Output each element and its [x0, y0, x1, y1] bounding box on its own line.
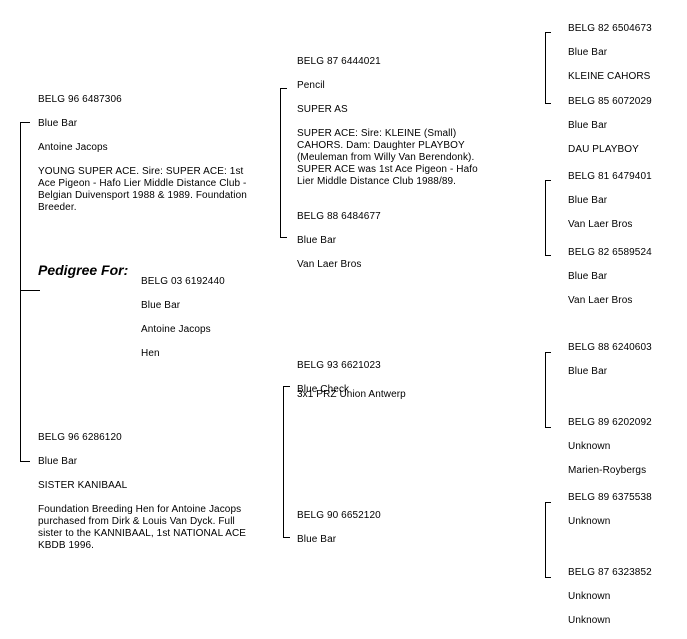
gen4-entry: BELG 89 6202092 Unknown Marien-Roybergs: [568, 405, 652, 489]
sire-block: BELG 96 6487306 Blue Bar Antoine Jacops …: [38, 82, 283, 226]
sire-sire-name: SUPER AS: [297, 104, 348, 115]
bracket-gen4-3-bottom-tick: [545, 427, 551, 428]
sire-sire-color: Pencil: [297, 80, 325, 91]
bracket-gen4-1-bottom-tick: [545, 103, 551, 104]
gen4-color: Blue Bar: [568, 366, 608, 377]
gen4-color: Blue Bar: [568, 47, 608, 58]
subject-color: Blue Bar: [141, 300, 181, 311]
bracket-gen4-4-top-tick: [545, 502, 551, 503]
dam-color: Blue Bar: [38, 456, 78, 467]
gen4-ring: BELG 87 6323852: [568, 567, 652, 578]
gen4-ring: BELG 82 6504673: [568, 23, 652, 34]
gen4-color: Blue Bar: [568, 271, 608, 282]
bracket-gen4-1-top-tick: [545, 32, 551, 33]
bracket-sire-bottom-tick: [280, 237, 287, 238]
gen4-ring: BELG 81 6479401: [568, 171, 652, 182]
subject-block: BELG 03 6192440 Blue Bar Antoine Jacops …: [141, 264, 225, 372]
bracket-gen4-3: [545, 352, 546, 428]
sire-dam-owner: Van Laer Bros: [297, 259, 362, 270]
dam-block: BELG 96 6286120 Blue Bar SISTER KANIBAAL…: [38, 420, 283, 564]
bracket-sire-top-tick: [280, 88, 287, 89]
bracket-gen4-2: [545, 180, 546, 256]
sire-note: YOUNG SUPER ACE. Sire: SUPER ACE: 1st Ac…: [38, 166, 247, 213]
dam-sire-block: BELG 93 6621023 Blue Check: [297, 348, 381, 408]
sire-sire-block: BELG 87 6444021 Pencil SUPER AS SUPER AC…: [297, 44, 537, 200]
sire-dam-color: Blue Bar: [297, 235, 337, 246]
subject-owner: Antoine Jacops: [141, 324, 211, 335]
bracket-gen1-bottom-tick: [20, 461, 30, 462]
bracket-gen1: [20, 122, 21, 462]
gen4-ring: BELG 89 6202092: [568, 417, 652, 428]
gen4-entry: BELG 85 6072029 Blue Bar DAU PLAYBOY: [568, 84, 652, 168]
bracket-gen4-2-top-tick: [545, 180, 551, 181]
dam-name: SISTER KANIBAAL: [38, 480, 128, 491]
bracket-gen4-4-bottom-tick: [545, 577, 551, 578]
subject-ring: BELG 03 6192440: [141, 276, 225, 287]
bracket-dam-bottom-tick: [283, 537, 290, 538]
gen4-extra: Marien-Roybergs: [568, 465, 647, 476]
dam-dam-ring: BELG 90 6652120: [297, 510, 381, 521]
gen4-color: Unknown: [568, 591, 611, 602]
gen4-color: Unknown: [568, 441, 611, 452]
dam-ring: BELG 96 6286120: [38, 432, 122, 443]
sire-dam-block: BELG 88 6484677 Blue Bar Van Laer Bros: [297, 199, 381, 283]
gen4-color: Blue Bar: [568, 195, 608, 206]
dam-dam-color: Blue Bar: [297, 534, 337, 545]
gen4-extra: Van Laer Bros: [568, 295, 633, 306]
dam-note: Foundation Breeding Hen for Antoine Jaco…: [38, 504, 247, 551]
gen4-extra: Van Laer Bros: [568, 219, 633, 230]
dam-dam-block: BELG 90 6652120 Blue Bar: [297, 498, 381, 558]
bracket-dam-top-tick: [283, 386, 290, 387]
sire-ring: BELG 96 6487306: [38, 94, 122, 105]
sire-color: Blue Bar: [38, 118, 78, 129]
dam-sire-color: Blue Check: [297, 384, 350, 395]
gen4-extra: KLEINE CAHORS: [568, 71, 651, 82]
gen4-entry: BELG 82 6504673 Blue Bar KLEINE CAHORS: [568, 11, 652, 95]
bracket-dam: [283, 386, 284, 538]
gen4-entry: BELG 89 6375538 Unknown: [568, 480, 652, 540]
gen4-color: Blue Bar: [568, 120, 608, 131]
sire-owner: Antoine Jacops: [38, 142, 108, 153]
gen4-entry: BELG 81 6479401 Blue Bar Van Laer Bros: [568, 159, 652, 243]
sire-sire-ring: BELG 87 6444021: [297, 56, 381, 67]
gen4-ring: BELG 85 6072029: [568, 96, 652, 107]
dam-sire-ring: BELG 93 6621023: [297, 360, 381, 371]
gen4-ring: BELG 88 6240603: [568, 342, 652, 353]
gen4-ring: BELG 89 6375538: [568, 492, 652, 503]
bracket-gen4-4: [545, 502, 546, 578]
gen4-color: Unknown: [568, 516, 611, 527]
gen4-extra: Unknown: [568, 615, 611, 626]
bracket-gen4-1: [545, 32, 546, 104]
subject-sex: Hen: [141, 348, 160, 359]
bracket-gen1-top-tick: [20, 122, 30, 123]
gen4-extra: DAU PLAYBOY: [568, 144, 639, 155]
gen4-entry: BELG 87 6323852 Unknown Unknown: [568, 555, 652, 639]
gen4-entry: BELG 88 6240603 Blue Bar: [568, 330, 652, 390]
bracket-gen1-mid-tick: [20, 290, 40, 291]
dam-sire-note: 3x1 PRZ Union Antwerp: [297, 389, 406, 400]
gen4-ring: BELG 82 6589524: [568, 247, 652, 258]
bracket-sire: [280, 88, 281, 238]
bracket-gen4-3-top-tick: [545, 352, 551, 353]
sire-dam-ring: BELG 88 6484677: [297, 211, 381, 222]
pedigree-title: Pedigree For:: [38, 262, 129, 278]
gen4-entry: BELG 82 6589524 Blue Bar Van Laer Bros: [568, 235, 652, 319]
bracket-gen4-2-bottom-tick: [545, 255, 551, 256]
sire-sire-note: SUPER ACE: Sire: KLEINE (Small) CAHORS. …: [297, 128, 478, 187]
